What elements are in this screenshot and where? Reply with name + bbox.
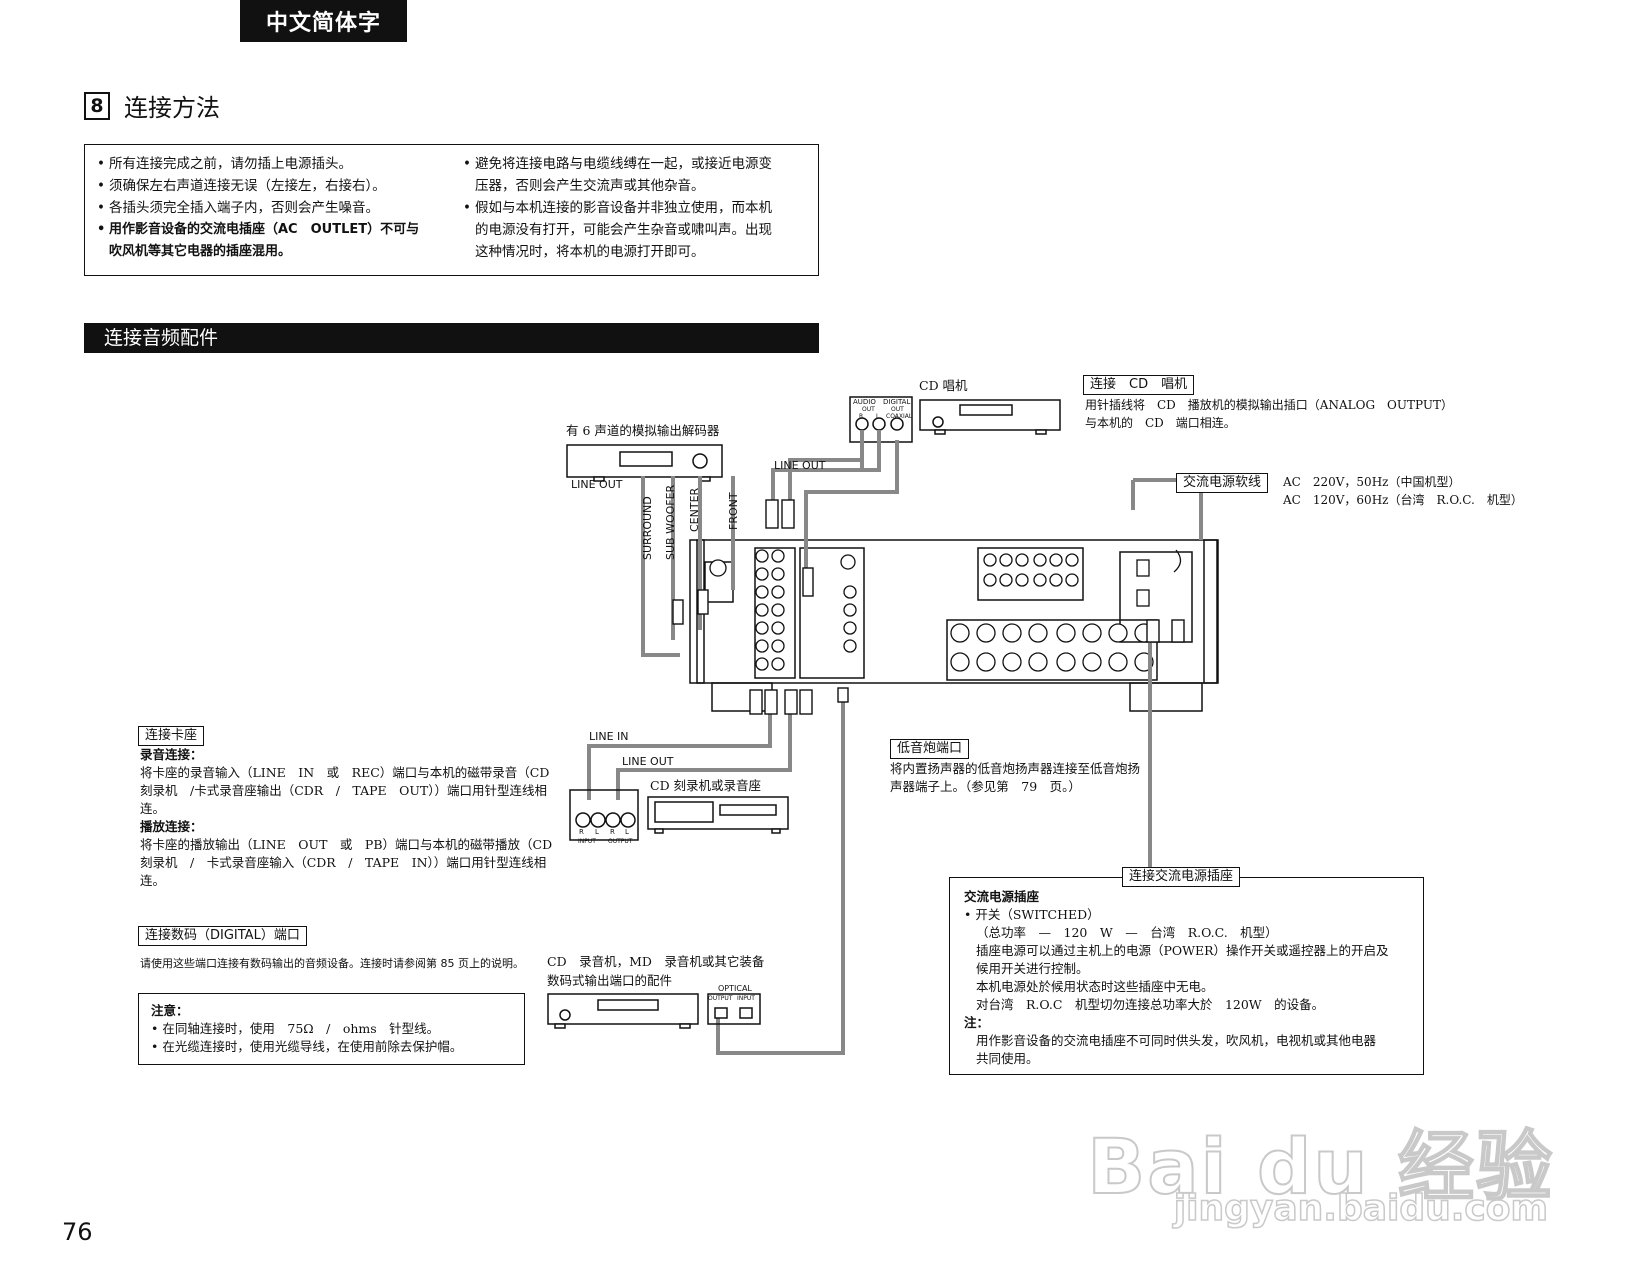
note-line: • 在光缆连接时，使用光缆导线，在使用前除去保护帽。 <box>151 1039 463 1054</box>
rec-line: 刻录机 /卡式录音座输出（CDR / TAPE OUT））端口用针型连线相 <box>140 783 548 798</box>
channel-label: FRONT <box>727 492 740 530</box>
ac-outlet-tag: 连接交流电源插座 <box>1122 867 1241 887</box>
power-cord-tag: 交流电源软线 <box>1176 473 1269 493</box>
optical-label: OPTICAL <box>718 984 752 993</box>
subwoofer-tag: 低音炮端口 <box>890 739 970 759</box>
subwoofer-line: 声器端子上。（参见第 79 页。） <box>890 779 1081 794</box>
tape-jack-label: R <box>579 828 584 836</box>
power-cord-line: AC 220V，50Hz（中国机型） <box>1283 475 1461 489</box>
notice-item: 避免将连接电路与电缆线缚在一起，或接近电源变 <box>463 153 772 175</box>
notice-text: 压器，否则会产生交流声或其他杂音。 <box>475 178 705 194</box>
rec-line: 将卡座的录音输入（LINE IN 或 REC）端口与本机的磁带录音（CD <box>140 765 550 780</box>
ac-line: 本机电源处於候用状态时这些插座中无电。 <box>976 979 1214 994</box>
note-line: • 在同轴连接时，使用 75Ω / ohms 针型线。 <box>151 1021 440 1036</box>
ac-line: 插座电源可以通过主机上的电源（POWER）操作开关或遥控器上的开启及 <box>976 943 1389 958</box>
play-line: 连。 <box>140 873 166 888</box>
notice-text: 吹风机等其它电器的插座混用。 <box>109 244 292 259</box>
notice-item: 所有连接完成之前，请勿插上电源插头。 <box>97 153 419 175</box>
cd-jack-label: OUT <box>891 406 904 413</box>
optical-jack-label: OUTPUT <box>708 995 733 1002</box>
notice-item-cont: 压器，否则会产生交流声或其他杂音。 <box>463 175 772 197</box>
language-tab: 中文简体字 <box>240 0 407 42</box>
md-label-line: CD 录音机，MD 录音机或其它装备 <box>547 954 765 969</box>
ac-bullet: • 开关（SWITCHED） <box>964 907 1100 922</box>
rec-line: 连。 <box>140 801 166 816</box>
md-label-line: 数码式输出端口的配件 <box>547 973 673 988</box>
watermark-url: jingyan.baidu.com <box>1173 1187 1549 1230</box>
rec-heading: 录音连接： <box>140 747 203 762</box>
tape-jack-label: OUTPUT <box>608 838 633 845</box>
notice-item-cont: 这种情况时，将本机的电源打开即可。 <box>463 241 772 263</box>
ac-heading: 交流电源插座 <box>964 889 1040 904</box>
ac-line: 候用开关进行控制。 <box>976 961 1089 976</box>
play-heading: 播放连接： <box>140 819 203 834</box>
notice-text: 的电源没有打开，可能会产生杂音或啸叫声。出现 <box>475 222 772 238</box>
notice-right-list: 避免将连接电路与电缆线缚在一起，或接近电源变 压器，否则会产生交流声或其他杂音。… <box>463 153 772 263</box>
ac-line: （总功率 — 120 W — 台湾 R.O.C. 机型） <box>976 925 1278 940</box>
tape-jack-label: R <box>610 828 615 836</box>
tape-jack-label: L <box>625 828 629 836</box>
notice-item-cont: 的电源没有打开，可能会产生杂音或啸叫声。出现 <box>463 219 772 241</box>
note-text: 在同轴连接时，使用 75Ω / ohms 针型线。 <box>162 1021 440 1036</box>
digital-tag: 连接数码（DIGITAL）端口 <box>138 926 307 946</box>
play-line: 将卡座的播放输出（LINE OUT 或 PB）端口与本机的磁带播放（CD <box>140 837 553 852</box>
ac-note-line: 共同使用。 <box>976 1051 1039 1066</box>
channel-label: SUB WOOFER <box>664 484 677 560</box>
notice-item: 假如与本机连接的影音设备并非独立使用，而本机 <box>463 197 772 219</box>
notice-item: 用作影音设备的交流电插座（AC OUTLET）不可与 <box>97 219 419 241</box>
notice-item: 须确保左右声道连接无误（左接左，右接右）。 <box>97 175 419 197</box>
optical-jack-label: INPUT <box>737 995 755 1002</box>
decoder-label: 有 6 声道的模拟输出解码器 <box>566 423 720 438</box>
cd-line-out-label: LINE OUT <box>774 459 826 472</box>
power-cord-line: AC 120V，60Hz（台湾 R.O.C. 机型） <box>1283 493 1523 507</box>
cd-connect-line: 用针插线将 CD 播放机的模拟输出插口（ANALOG OUTPUT） <box>1085 398 1453 412</box>
notice-item-cont: 吹风机等其它电器的插座混用。 <box>97 241 419 263</box>
ac-line: 对台湾 R.O.C 机型切勿连接总功率大於 120W 的设备。 <box>976 997 1325 1012</box>
channel-label: SURROUND <box>641 496 654 560</box>
watermark-logo: Bai du 经验 <box>1086 1121 1554 1212</box>
ac-note-line: 用作影音设备的交流电插座不可同时供头发，吹风机，电视机或其他电器 <box>976 1033 1377 1048</box>
page-number: 76 <box>62 1218 93 1246</box>
tape-line-in-label: LINE IN <box>589 730 629 743</box>
cd-jack-label: AUDIO <box>853 398 876 406</box>
subwoofer-line: 将内置扬声器的低音炮扬声器连接至低音炮扬 <box>890 761 1141 776</box>
play-line: 刻录机 / 卡式录音座输入（CDR / TAPE IN））端口用针型连线相 <box>140 855 547 870</box>
tape-line-out-label: LINE OUT <box>622 755 674 768</box>
note-text: 在光缆连接时，使用光缆导线，在使用前除去保护帽。 <box>162 1039 463 1054</box>
tape-tag: 连接卡座 <box>138 726 205 746</box>
notice-text: 这种情况时，将本机的电源打开即可。 <box>475 244 705 260</box>
digital-note-box: 注意： • 在同轴连接时，使用 75Ω / ohms 针型线。 • 在光缆连接时… <box>138 993 525 1065</box>
cd-player-label: CD 唱机 <box>919 378 968 393</box>
note-heading: 注意： <box>151 1003 189 1018</box>
cd-jack-label: L <box>876 413 880 420</box>
cd-connect-line: 与本机的 CD 端口相连。 <box>1085 416 1236 430</box>
notice-item: 各插头须完全插入端子内，否则会产生噪音。 <box>97 197 419 219</box>
cd-connect-tag: 连接 CD 唱机 <box>1083 375 1195 395</box>
channel-label: CENTER <box>688 487 701 532</box>
tape-jack-label: INPUT <box>578 838 596 845</box>
ac-bullet-text: 开关（SWITCHED） <box>975 907 1100 922</box>
section-title: 连接方法 <box>124 94 220 122</box>
decoder-line-out-label: LINE OUT <box>571 478 623 491</box>
cd-jack-label: DIGITAL <box>883 398 911 406</box>
tape-jack-label: L <box>595 828 599 836</box>
digital-text: 请使用这些端口连接有数码输出的音频设备。连接时请参阅第 85 页上的说明。 <box>140 957 524 970</box>
ac-note-heading: 注： <box>964 1015 990 1030</box>
cd-jack-label: OUT <box>862 406 875 413</box>
subsection-bar: 连接音频配件 <box>84 323 819 353</box>
ac-outlet-box: 交流电源插座 • 开关（SWITCHED） （总功率 — 120 W — 台湾 … <box>949 877 1424 1075</box>
section-number: 8 <box>84 92 110 120</box>
cd-jack-label: COAXIAL <box>886 413 913 420</box>
cd-jack-label: R <box>859 413 864 420</box>
notice-box: 所有连接完成之前，请勿插上电源插头。 须确保左右声道连接无误（左接左，右接右）。… <box>84 144 819 276</box>
tape-deck-label: CD 刻录机或录音座 <box>650 778 762 793</box>
receiver-body <box>696 539 1218 684</box>
notice-left-list: 所有连接完成之前，请勿插上电源插头。 须确保左右声道连接无误（左接左，右接右）。… <box>97 153 419 263</box>
